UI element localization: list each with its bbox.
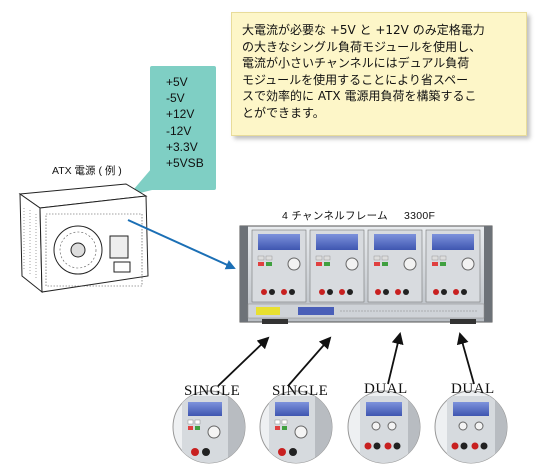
module-closeup-single-1 — [172, 390, 246, 464]
note-line: 大電流が必要な +5V と +12V のみ定格電力 — [242, 23, 485, 37]
rail-label: -5V — [166, 91, 185, 106]
frame-module-2 — [309, 229, 365, 303]
psu-to-frame-arrow — [127, 219, 236, 270]
rail-label: +3.3V — [166, 139, 198, 154]
arrow-single-2 — [287, 336, 332, 387]
frame-label: 4 チャンネルフレーム 3300F — [282, 208, 435, 223]
rail-label: +5VSB — [166, 156, 204, 171]
frame-module-3 — [367, 229, 423, 303]
module-label-dual-2: DUAL — [451, 381, 495, 397]
explanation-note: 大電流が必要な +5V と +12V のみ定格電力 の大きなシングル負荷モジュー… — [231, 12, 527, 136]
module-closeup-dual-1 — [347, 390, 421, 464]
module-closeup-dual-2 — [434, 390, 508, 464]
note-line: モジュールを使用することにより省スペー — [242, 72, 469, 87]
note-line: の大きなシングル負荷モジュールを使用し、 — [242, 39, 482, 54]
note-line: 電流が小さいチャンネルにはデュアル負荷 — [242, 56, 470, 70]
arrow-single-1 — [217, 336, 270, 387]
note-line: とができます。 — [242, 105, 325, 120]
rail-label: +12V — [166, 107, 195, 122]
rail-label: +5V — [166, 75, 188, 89]
frame-name: 4 チャンネルフレーム — [282, 210, 388, 222]
module-label-single-2: SINGLE — [272, 383, 329, 399]
arrow-dual-1 — [387, 332, 404, 385]
rail-label: -12V — [166, 123, 192, 138]
psu-label: ATX 電源 ( 例 ) — [52, 165, 122, 177]
arrow-dual-2 — [456, 332, 475, 385]
frame-model: 3300F — [403, 210, 436, 222]
psu-rails-box: +5V -5V +12V -12V +3.3V +5VSB — [150, 66, 216, 190]
module-label-single-1: SINGLE — [184, 383, 241, 399]
module-label-dual-1: DUAL — [364, 381, 408, 397]
module-closeup-single-2 — [259, 390, 333, 464]
atx-psu-drawing — [18, 183, 149, 294]
frame-module-4 — [425, 229, 481, 303]
note-line: スで効率的に ATX 電源用負荷を構築するこ — [242, 89, 477, 103]
frame-module-1 — [251, 229, 307, 303]
